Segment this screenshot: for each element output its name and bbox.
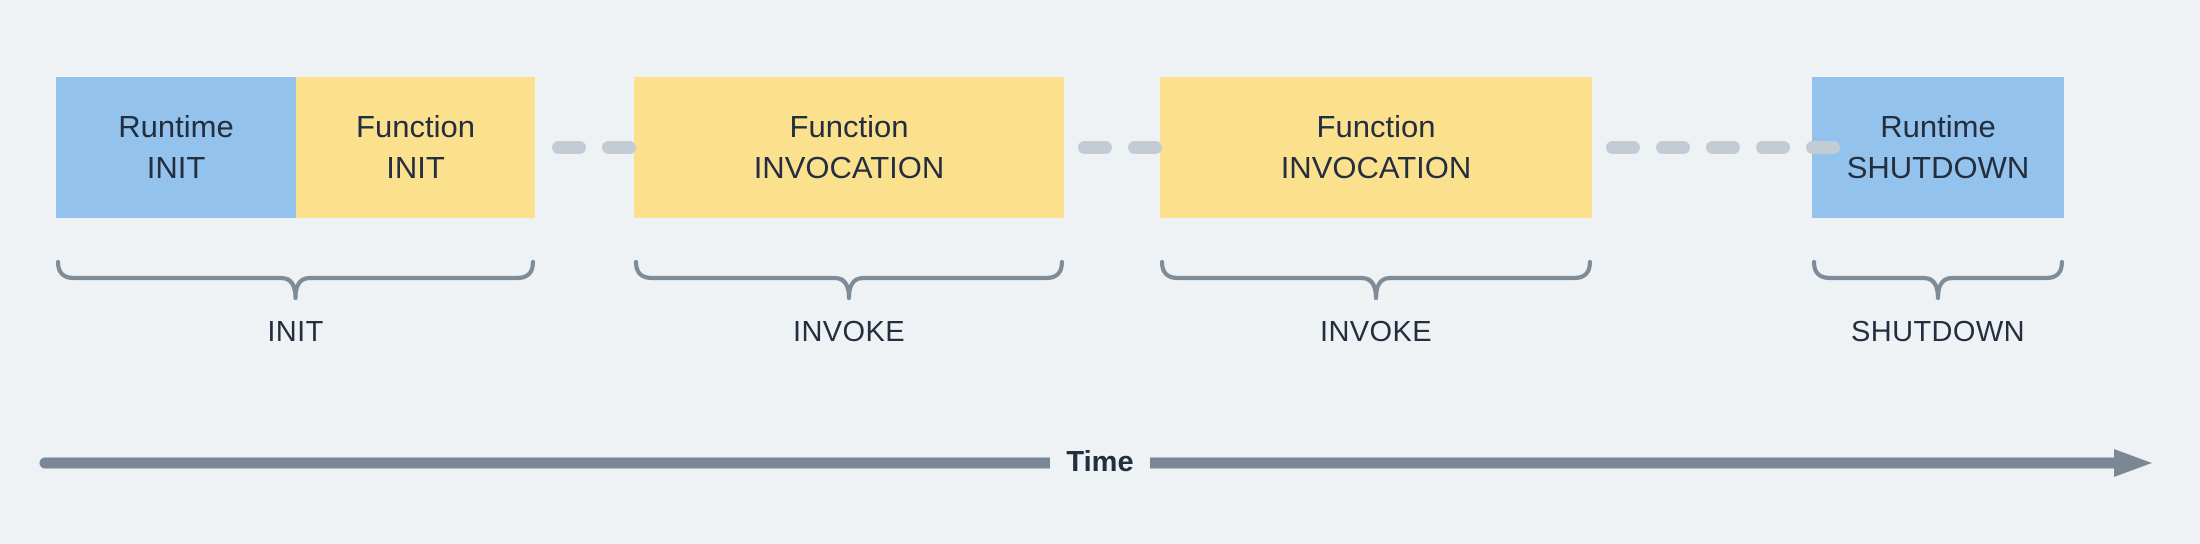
dash-segment — [1706, 140, 1740, 154]
brace-init — [56, 258, 535, 306]
phase-label-invoke-1: INVOKE — [793, 316, 905, 348]
phase-label-shutdown: SHUTDOWN — [1851, 316, 2025, 348]
block-label-line2: INIT — [386, 149, 445, 185]
block-function-init: Function INIT — [296, 77, 535, 218]
dash-segment — [602, 140, 636, 154]
brace-shutdown — [1812, 258, 2064, 306]
dash-segment — [1128, 140, 1162, 154]
block-function-invocation-2: Function INVOCATION — [1160, 77, 1592, 218]
phase-label-init: INIT — [267, 316, 324, 348]
block-label-line1: Function — [1316, 108, 1436, 144]
dash-segment — [1606, 140, 1640, 154]
block-label-line1: Runtime — [1880, 108, 1996, 144]
block-label-line2: SHUTDOWN — [1846, 149, 2030, 185]
block-runtime-shutdown: Runtime SHUTDOWN — [1812, 77, 2064, 218]
time-axis-label-text: Time — [1050, 446, 1150, 479]
dash-segment — [1806, 140, 1840, 154]
block-label-line2: INVOCATION — [1280, 149, 1472, 185]
dash-segment — [552, 140, 586, 154]
block-label-line1: Function — [789, 108, 909, 144]
connector-invoke-2-to-shutdown — [1606, 140, 1840, 154]
connector-invoke-1-to-invoke-2 — [1078, 140, 1162, 154]
brace-invoke-1 — [634, 258, 1064, 306]
time-axis-label: Time — [0, 446, 2200, 479]
block-label-line2: INIT — [146, 149, 206, 185]
block-label-line1: Function — [356, 108, 475, 144]
block-function-invocation-1: Function INVOCATION — [634, 77, 1064, 218]
dash-segment — [1756, 140, 1790, 154]
block-label-line1: Runtime — [118, 108, 234, 144]
brace-invoke-2 — [1160, 258, 1592, 306]
dash-segment — [1078, 140, 1112, 154]
block-runtime-init: Runtime INIT — [56, 77, 296, 218]
phase-label-invoke-2: INVOKE — [1320, 316, 1432, 348]
block-label-line2: INVOCATION — [753, 149, 945, 185]
connector-init-to-invoke-1 — [552, 140, 636, 154]
dash-segment — [1656, 140, 1690, 154]
